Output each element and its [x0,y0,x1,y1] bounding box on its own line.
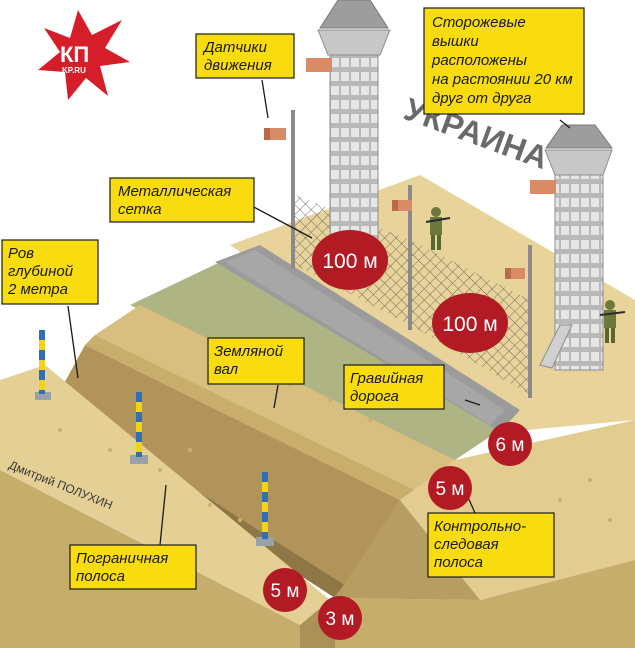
svg-text:Ров: Ров [8,245,34,262]
dimension-badge-border: 5 м [263,568,307,612]
svg-text:Датчики: Датчики [202,39,268,56]
svg-text:следовая: следовая [434,536,499,553]
svg-text:движения: движения [204,57,272,74]
callout-metal-mesh: Металлическая сетка [109,177,255,223]
motion-sensor-icon [306,58,332,72]
logo-sub: KP.RU [62,66,86,75]
svg-text:100 м: 100 м [322,250,377,273]
svg-text:5 м: 5 м [436,479,465,500]
dimension-badge-ditch: 3 м [318,596,362,640]
svg-text:на растоянии 20 км: на растоянии 20 км [432,71,573,88]
svg-text:2 метра: 2 метра [7,281,68,298]
dimension-badge-mesh-upper: 100 м [312,230,388,290]
border-post [256,472,274,546]
front-face-right [335,560,635,648]
svg-text:друг от друга: друг от друга [432,90,531,107]
motion-sensor-icon [264,128,286,140]
soldier-icon [425,207,451,250]
svg-text:100 м: 100 м [442,313,497,336]
svg-text:6 м: 6 м [496,435,525,456]
svg-text:расположены: расположены [431,52,527,69]
watchtower-left [306,0,391,246]
kp-logo: КП KP.RU [38,10,130,100]
callout-ditch: Ров глубиной 2 метра [1,239,99,305]
earth-rampart-top [95,305,455,490]
dimension-badge-mesh-lower: 100 м [432,293,508,353]
callout-control-strip: Контрольно- следовая полоса [427,512,555,578]
svg-text:Контрольно-: Контрольно- [434,518,526,535]
motion-sensor-icon [530,180,556,194]
logo-main: КП [60,42,89,67]
dimension-badge-road: 6 м [488,422,532,466]
svg-text:3 м: 3 м [326,609,355,630]
svg-text:Пограничная: Пограничная [76,550,168,567]
svg-text:Сторожевые: Сторожевые [432,14,526,31]
svg-text:дорога: дорога [350,388,399,405]
svg-text:Металлическая: Металлическая [118,183,231,200]
soldier-icon [599,300,626,343]
dimension-badge-control: 5 м [428,466,472,510]
svg-text:Земляной: Земляной [214,343,284,360]
callout-border-strip: Пограничная полоса [69,544,197,590]
svg-text:полоса: полоса [434,554,483,571]
earth-rampart-slope [85,335,415,500]
watchtower-right [530,124,613,371]
callout-motion-sensors: Датчики движения [195,33,295,79]
tower-stairs [539,324,573,369]
border-post [35,330,51,400]
callout-gravel-road: Гравийная дорога [343,364,445,410]
svg-text:глубиной: глубиной [8,263,74,280]
svg-text:5 м: 5 м [271,581,300,602]
callout-earth-rampart: Земляной вал [207,337,305,385]
svg-text:Гравийная: Гравийная [350,370,423,387]
motion-sensor-icon [392,200,412,211]
motion-sensor-icon [505,268,525,279]
svg-text:полоса: полоса [76,568,125,585]
svg-text:сетка: сетка [118,201,162,218]
border-post [130,392,148,464]
svg-text:вышки: вышки [432,33,479,50]
svg-text:вал: вал [214,361,239,378]
callout-watchtowers: Сторожевые вышки расположены на растояни… [423,7,585,115]
